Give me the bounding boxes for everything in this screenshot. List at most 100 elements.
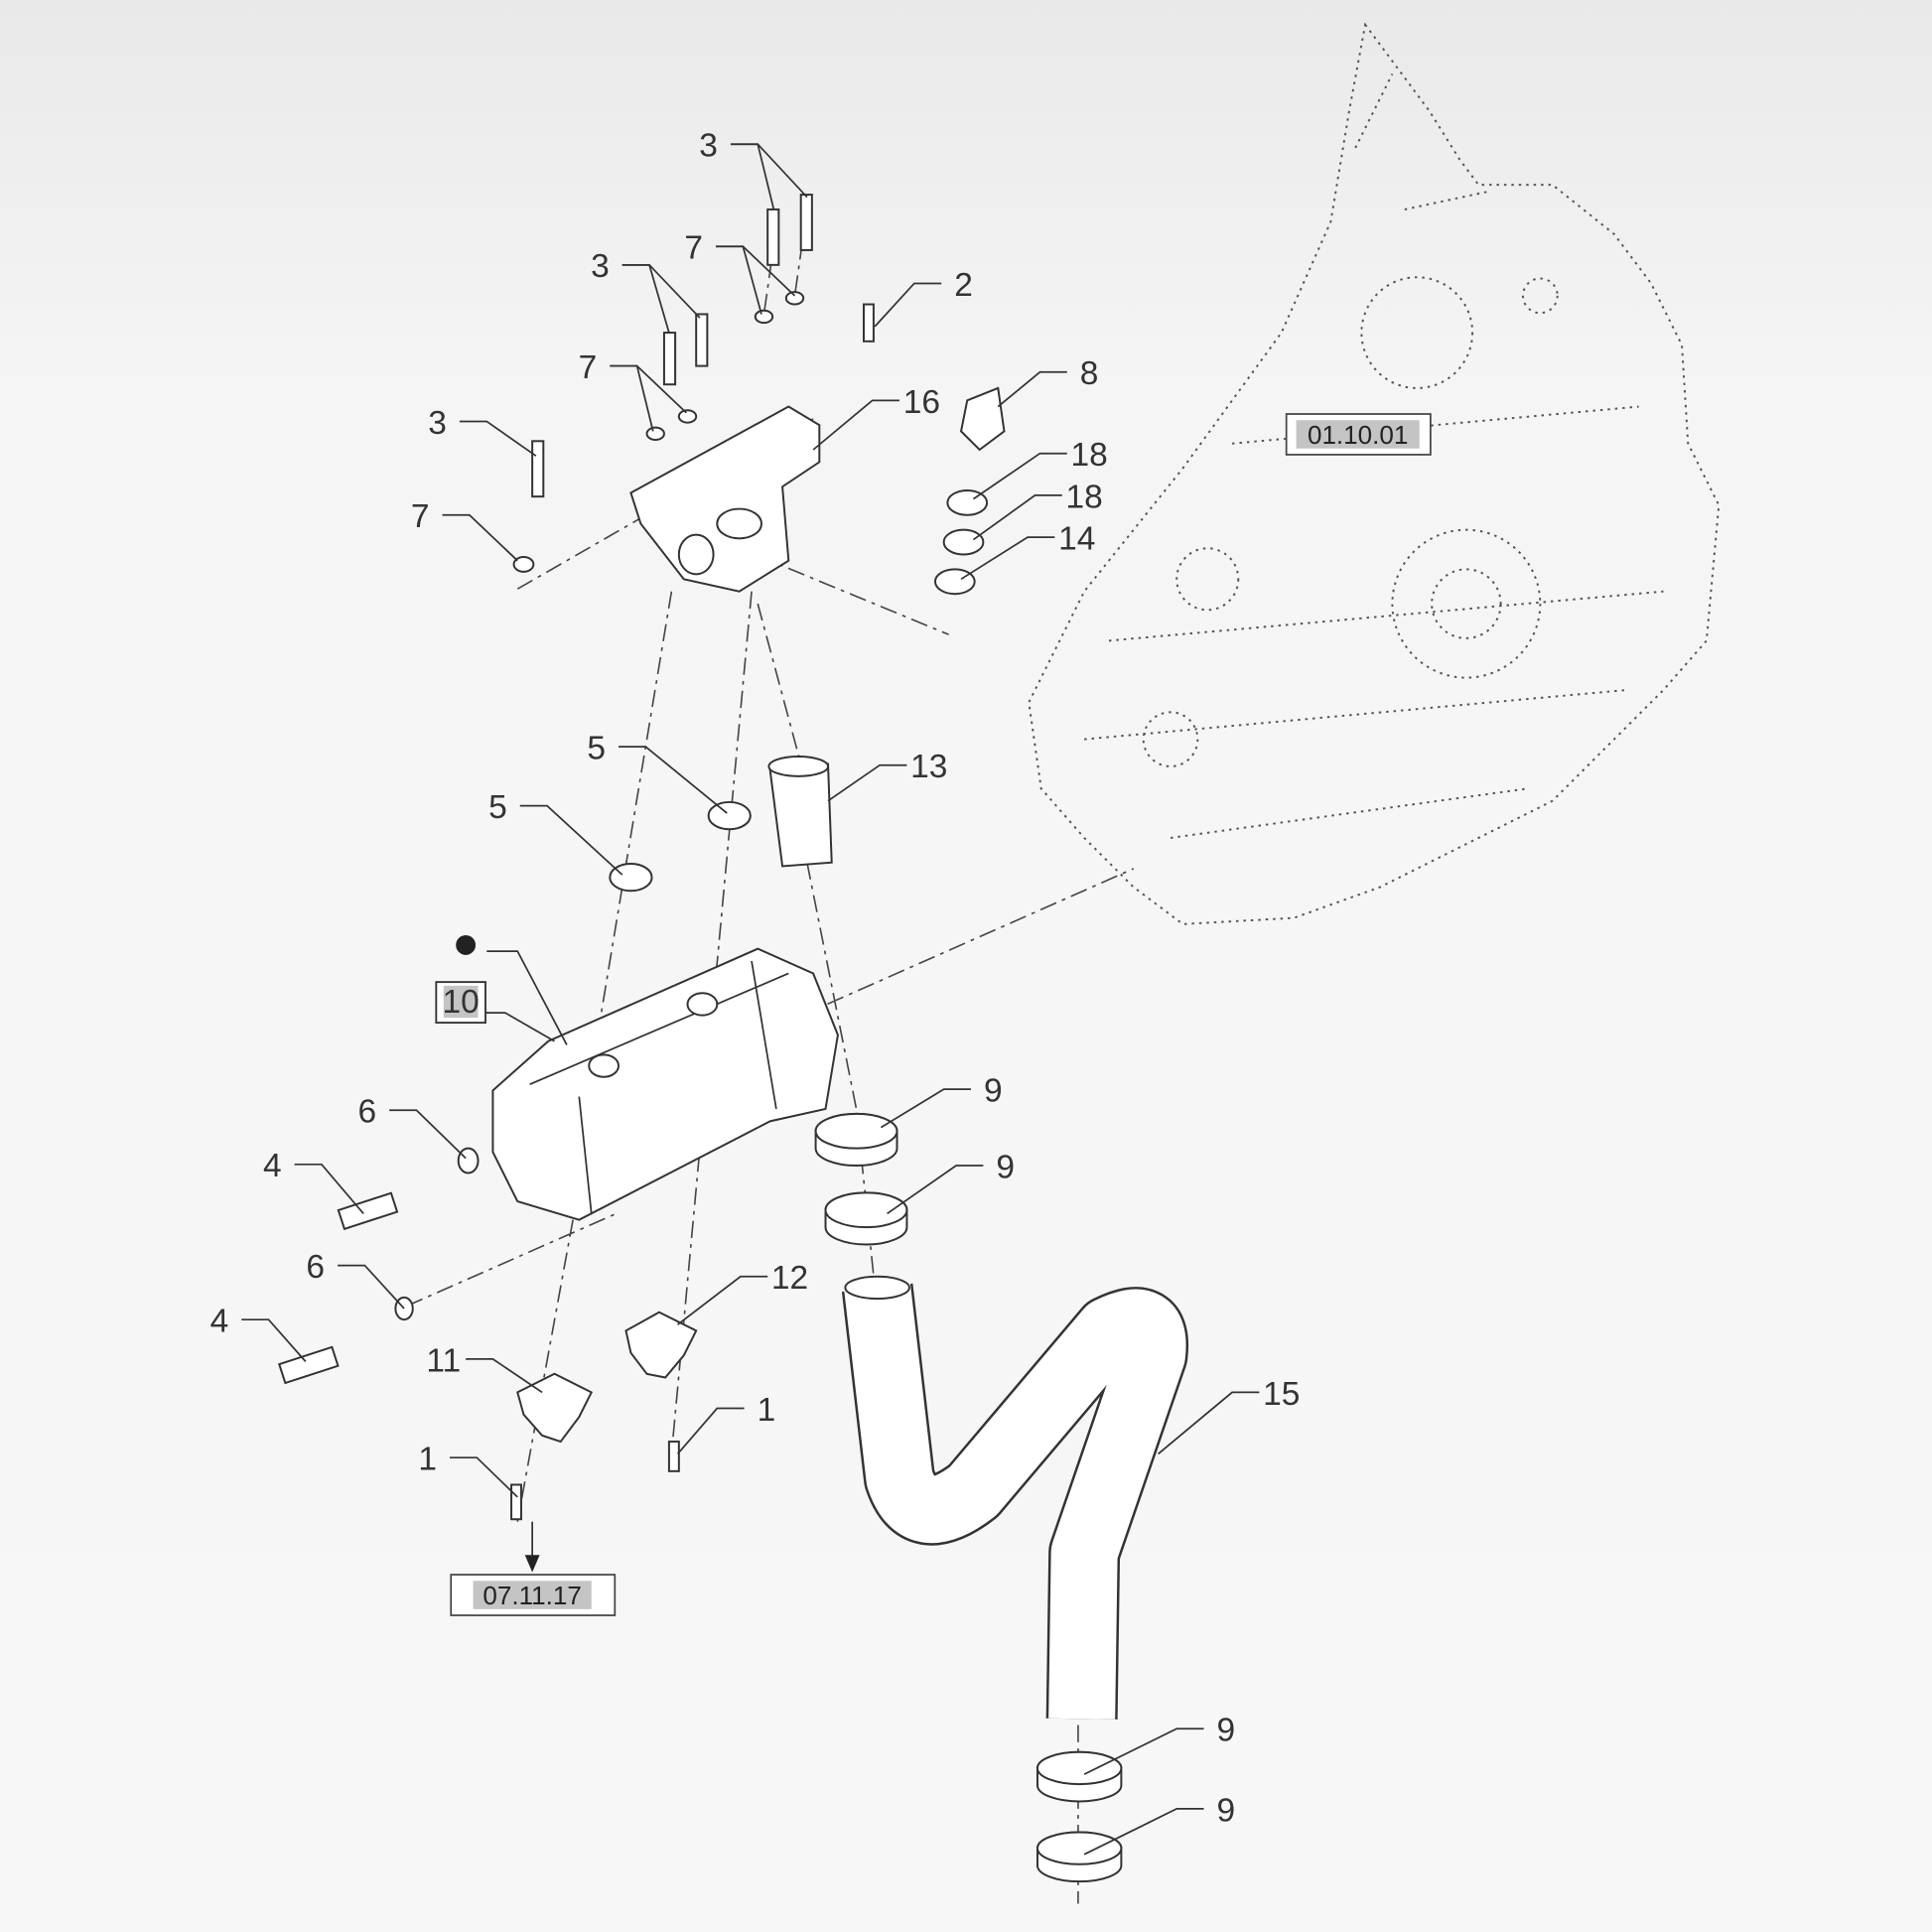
leader-line xyxy=(466,1358,543,1394)
callout-number: 1 xyxy=(418,1442,437,1478)
callout-25[interactable]: 1 xyxy=(418,1442,518,1498)
washers xyxy=(394,291,989,1321)
leader-line xyxy=(442,513,518,562)
leader-line xyxy=(338,1264,405,1310)
callout-0[interactable]: 3 xyxy=(699,128,808,210)
leader-line xyxy=(389,1109,467,1160)
callout-5[interactable]: 16 xyxy=(812,384,940,451)
callout-number: 9 xyxy=(1217,1792,1236,1829)
leader-line xyxy=(880,1088,971,1129)
transmission-housing xyxy=(1028,22,1721,925)
callout-14[interactable]: 5 xyxy=(488,789,623,876)
callout-number: 1 xyxy=(758,1392,776,1429)
leader-line xyxy=(619,746,728,814)
callout-number: 8 xyxy=(1080,355,1099,392)
spacer-rings xyxy=(814,1112,1123,1883)
callout-number: 3 xyxy=(699,128,718,165)
callout-number: 12 xyxy=(771,1260,808,1297)
leader-line xyxy=(1083,1808,1204,1856)
item-10-label: 10 xyxy=(443,984,480,1021)
callout-20[interactable]: 12 xyxy=(677,1260,809,1325)
leader-line xyxy=(874,282,942,328)
callout-number: 18 xyxy=(1066,479,1103,515)
callout-23[interactable]: 15 xyxy=(1158,1376,1301,1455)
screws xyxy=(277,194,875,1521)
callout-number: 5 xyxy=(488,789,507,826)
callout-6[interactable]: 8 xyxy=(997,355,1099,408)
ref-transmission[interactable]: 01.10.01 xyxy=(1285,413,1432,456)
callout-number: 3 xyxy=(591,248,610,285)
callout-19[interactable]: 6 xyxy=(306,1249,405,1310)
callout-9[interactable]: 18 xyxy=(972,479,1103,541)
leader-line xyxy=(960,536,1055,581)
callout-27[interactable]: 9 xyxy=(1083,1792,1236,1856)
callout-number: 9 xyxy=(1217,1713,1236,1749)
callout-number: 7 xyxy=(579,349,598,386)
leader-line xyxy=(997,370,1067,408)
callout-number: 15 xyxy=(1263,1376,1300,1413)
callout-7[interactable]: 3 xyxy=(428,405,537,457)
callout-number: 5 xyxy=(587,730,606,766)
note-dot-icon xyxy=(456,934,477,955)
callout-number: 6 xyxy=(306,1249,325,1286)
callout-16[interactable]: 6 xyxy=(358,1094,467,1160)
callout-number: 7 xyxy=(684,230,703,267)
callout-10[interactable]: 14 xyxy=(960,521,1095,581)
callout-24[interactable]: 1 xyxy=(676,1392,776,1455)
callout-12[interactable]: 5 xyxy=(587,730,728,814)
ref-downstream[interactable]: 07.11.17 xyxy=(450,1574,617,1616)
callout-8[interactable]: 18 xyxy=(972,437,1108,500)
callout-3[interactable]: 2 xyxy=(874,267,973,328)
ref-transmission-label: 01.10.01 xyxy=(1308,420,1408,450)
motor-body xyxy=(491,947,839,1221)
callout-2[interactable]: 3 xyxy=(591,248,701,334)
callout-number: 9 xyxy=(996,1149,1015,1185)
item-10-box[interactable]: 10 xyxy=(435,981,486,1025)
callout-11[interactable]: 7 xyxy=(411,498,518,562)
arrow-down-icon xyxy=(524,1555,540,1573)
leader-line xyxy=(241,1318,307,1362)
callout-26[interactable]: 9 xyxy=(1083,1713,1236,1775)
leader-line xyxy=(812,399,899,451)
callout-18[interactable]: 9 xyxy=(887,1149,1015,1215)
callout-number: 11 xyxy=(426,1342,461,1379)
callout-number: 14 xyxy=(1058,521,1095,558)
callout-13[interactable]: 13 xyxy=(827,749,947,802)
valve-block-bracket xyxy=(629,405,821,593)
callout-number: 4 xyxy=(263,1148,282,1184)
leader-line xyxy=(621,263,670,334)
leader-line xyxy=(730,143,808,199)
leader-line xyxy=(827,763,907,802)
fittings xyxy=(516,1311,698,1444)
leader-line xyxy=(972,452,1067,500)
leader-line xyxy=(972,494,1062,541)
leader-line xyxy=(294,1163,364,1215)
callout-22[interactable]: 11 xyxy=(426,1342,543,1394)
callout-number: 2 xyxy=(954,267,973,304)
leader-line xyxy=(621,263,701,319)
leader-line xyxy=(449,1456,518,1498)
callout-number: 9 xyxy=(984,1073,1003,1110)
sleeve-tube xyxy=(767,756,833,868)
callout-4[interactable]: 7 xyxy=(579,349,687,432)
callout-number: 13 xyxy=(910,749,947,785)
callout-number: 18 xyxy=(1070,437,1107,474)
item-10-leader xyxy=(483,950,568,1045)
leader-line xyxy=(519,804,623,876)
leader-line xyxy=(1158,1391,1260,1455)
callout-1[interactable]: 7 xyxy=(684,230,796,315)
callout-15[interactable]: 9 xyxy=(880,1073,1003,1129)
pressure-switch xyxy=(959,386,1006,452)
leader-line xyxy=(459,420,537,457)
leader-line xyxy=(1083,1727,1204,1775)
ref-downstream-label: 07.11.17 xyxy=(483,1581,581,1610)
callout-17[interactable]: 4 xyxy=(263,1148,364,1215)
callout-number: 4 xyxy=(210,1304,229,1340)
leader-line xyxy=(610,364,687,414)
callout-number: 7 xyxy=(411,498,430,535)
callout-number: 6 xyxy=(358,1094,377,1131)
callout-21[interactable]: 4 xyxy=(210,1304,307,1362)
leader-line xyxy=(716,245,796,297)
pipe xyxy=(841,1275,1189,1720)
